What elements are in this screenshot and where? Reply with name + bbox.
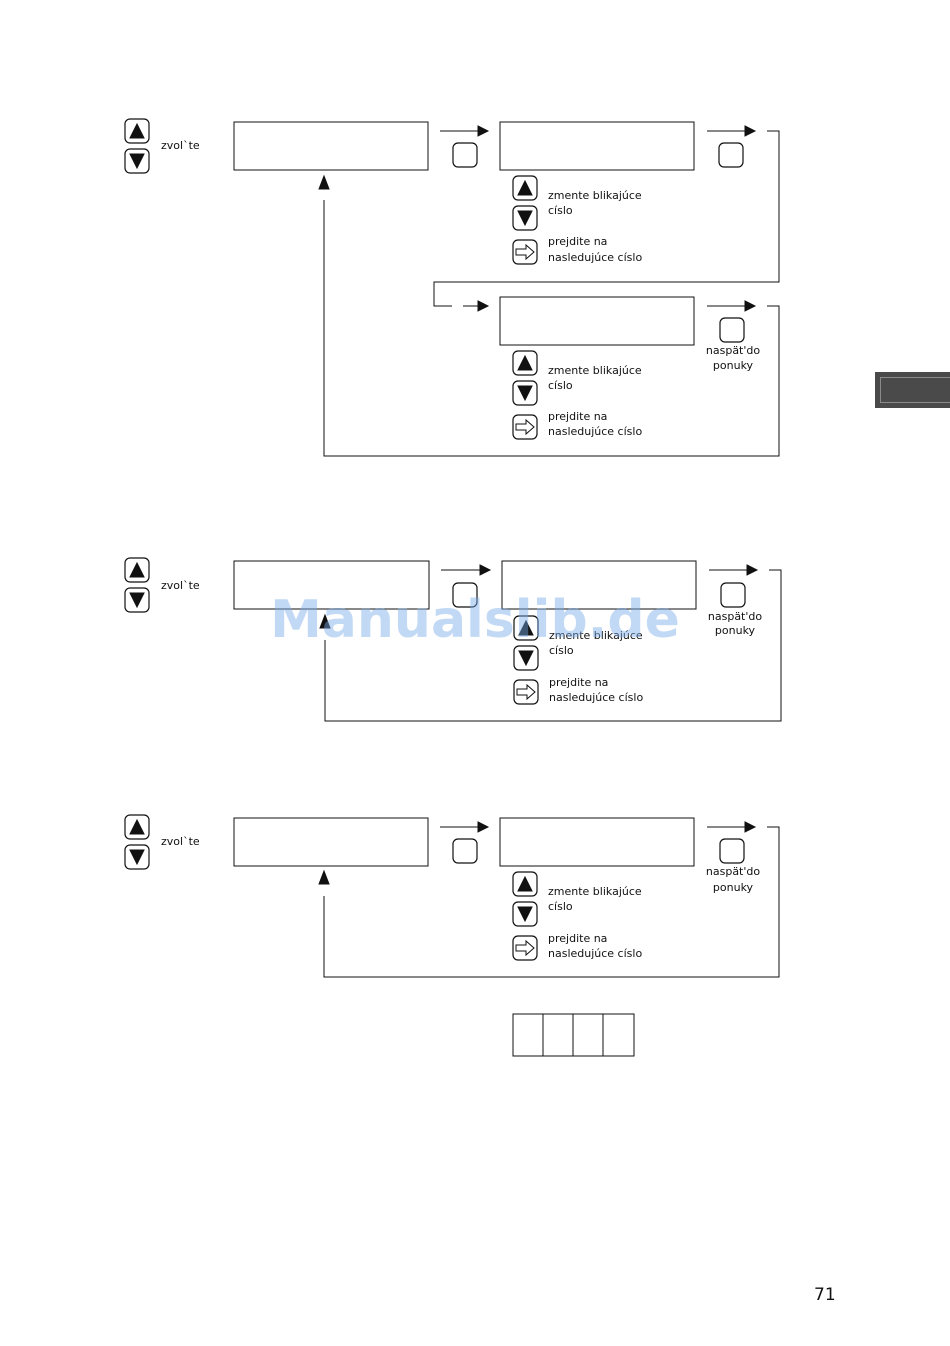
- change-digit-label: zmente blikajúce: [548, 364, 642, 377]
- next-digit-label: prejdite na: [548, 235, 608, 248]
- display-box: [233, 560, 430, 610]
- display-box: [499, 121, 695, 171]
- back-to-menu-label: ponuky: [712, 881, 754, 894]
- next-digit-label: nasledujúce císlo: [548, 947, 643, 960]
- up-arrow-button-icon: [124, 557, 150, 583]
- next-digit-label: nasledujúce císlo: [548, 251, 643, 264]
- digit-grid: [512, 1013, 635, 1057]
- back-to-menu-label: ponuky: [714, 624, 756, 637]
- down-arrow-button-icon: [124, 148, 150, 174]
- blank-button-icon: [720, 582, 746, 608]
- diagram-3: [124, 814, 780, 1057]
- up-arrow-button-icon: [513, 615, 539, 641]
- down-arrow-button-icon: [512, 205, 538, 231]
- back-to-menu-label: naspät'do: [705, 344, 761, 357]
- down-arrow-button-icon: [512, 901, 538, 927]
- up-arrow-button-icon: [124, 814, 150, 840]
- next-digit-label: prejdite na: [548, 932, 608, 945]
- blank-button-icon: [452, 838, 478, 864]
- diagram-2: [124, 557, 782, 722]
- change-digit-label: zmente blikajúce: [549, 629, 643, 642]
- right-arrow-button-icon: [512, 414, 538, 440]
- display-box: [499, 817, 695, 867]
- next-digit-label: prejdite na: [549, 676, 609, 689]
- back-to-menu-label: naspät'do: [705, 865, 761, 878]
- next-digit-label: prejdite na: [548, 410, 608, 423]
- blank-button-icon: [452, 142, 478, 168]
- change-digit-label: zmente blikajúce: [548, 885, 642, 898]
- select-label: zvol`te: [161, 139, 200, 152]
- up-arrow-button-icon: [512, 175, 538, 201]
- next-digit-label: nasledujúce císlo: [548, 425, 643, 438]
- blank-button-icon: [719, 317, 745, 343]
- change-digit-label: císlo: [548, 204, 573, 217]
- select-label: zvol`te: [161, 579, 200, 592]
- right-arrow-button-icon: [512, 935, 538, 961]
- display-box: [233, 121, 429, 171]
- back-to-menu-label: naspät'do: [707, 610, 763, 623]
- change-digit-label: císlo: [548, 900, 573, 913]
- page-number: 71: [814, 1285, 836, 1305]
- right-arrow-button-icon: [512, 239, 538, 265]
- back-to-menu-label: ponuky: [712, 359, 754, 372]
- up-arrow-button-icon: [512, 871, 538, 897]
- up-arrow-button-icon: [124, 118, 150, 144]
- display-box: [499, 296, 695, 346]
- change-digit-label: císlo: [549, 644, 574, 657]
- down-arrow-button-icon: [124, 844, 150, 870]
- blank-button-icon: [452, 582, 478, 608]
- next-digit-label: nasledujúce císlo: [549, 691, 644, 704]
- down-arrow-button-icon: [513, 645, 539, 671]
- change-digit-label: císlo: [548, 379, 573, 392]
- up-arrow-button-icon: [512, 350, 538, 376]
- blank-button-icon: [718, 142, 744, 168]
- down-arrow-button-icon: [124, 587, 150, 613]
- select-label: zvol`te: [161, 835, 200, 848]
- blank-button-icon: [719, 838, 745, 864]
- display-box: [501, 560, 697, 610]
- right-arrow-button-icon: [513, 679, 539, 705]
- change-digit-label: zmente blikajúce: [548, 189, 642, 202]
- down-arrow-button-icon: [512, 380, 538, 406]
- display-box: [233, 817, 429, 867]
- section-tab: [875, 372, 950, 408]
- diagram-1: [124, 118, 780, 457]
